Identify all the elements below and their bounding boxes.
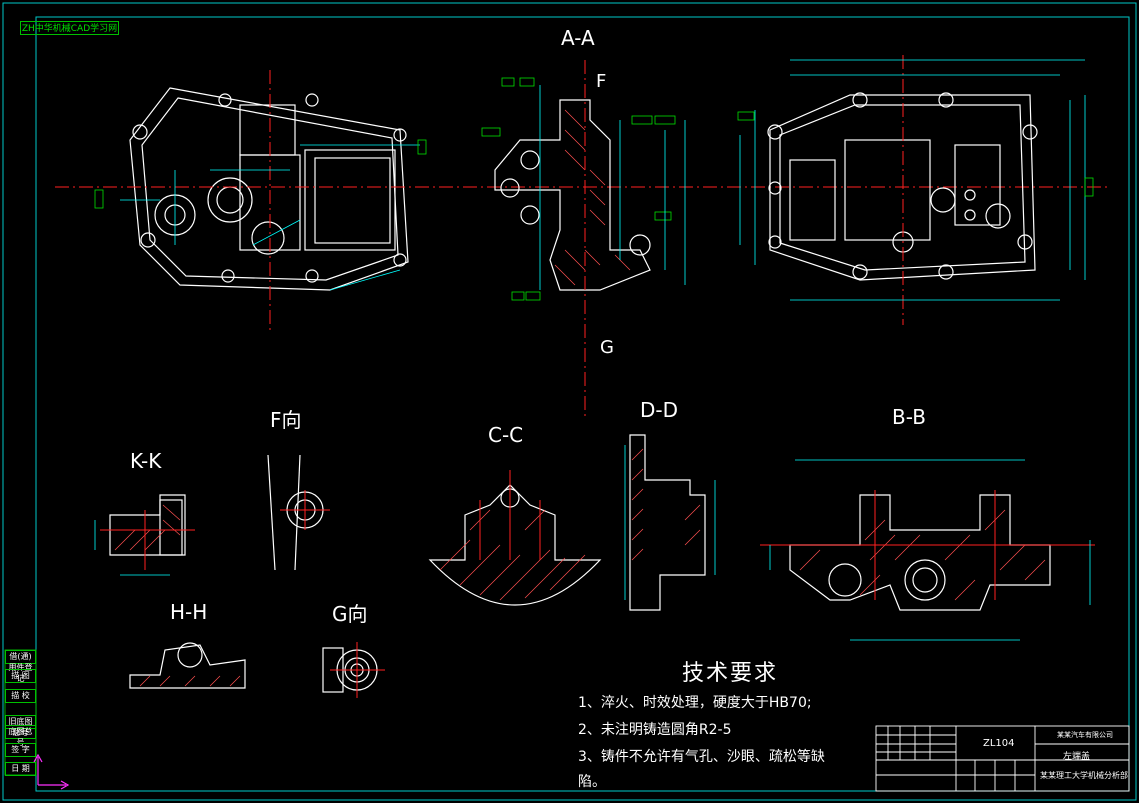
label-f-view: F向	[270, 408, 302, 432]
side-table-row-6: 签 字	[5, 743, 36, 757]
label-f-marker: F	[596, 71, 607, 92]
label-g-marker: G	[600, 337, 614, 358]
section-cc-hatch	[439, 509, 586, 601]
label-dd: D-D	[640, 398, 679, 422]
rear-view-dimensions	[739, 59, 1086, 301]
inner-frame	[35, 16, 1130, 792]
organization-top: 某某汽车有限公司	[1057, 731, 1113, 739]
organization-bottom: 某某理工大学机械分析部	[1040, 771, 1128, 780]
section-kk-dimensions	[94, 520, 170, 576]
section-bb-centerlines	[760, 490, 1095, 600]
section-bb-dimensions	[769, 459, 1091, 641]
section-kk-centerline	[100, 510, 195, 570]
part-name: 左端盖	[1063, 752, 1091, 762]
label-bb: B-B	[892, 405, 926, 429]
section-bb-hatch	[799, 509, 1046, 601]
ucs-axis-icon	[33, 753, 70, 790]
main-view-centerlines	[55, 70, 1110, 330]
rear-view-callouts	[737, 111, 1094, 197]
section-cc	[428, 484, 602, 606]
side-table-row-7: 日 期	[5, 762, 36, 776]
section-dd-hatch	[631, 448, 701, 561]
section-hh-hatch	[139, 675, 241, 687]
side-table-row-1: 借(通)用件登记	[5, 650, 36, 683]
label-aa: A-A	[561, 26, 595, 50]
tech-item-1: 1、淬火、时效处理，硬度大于HB70;	[578, 695, 812, 711]
main-view-annotations	[94, 139, 427, 209]
section-cc-centerline	[479, 470, 541, 560]
tech-item-2: 2、未注明铸造圆角R2-5	[578, 722, 732, 738]
section-aa	[494, 99, 651, 291]
section-hh	[129, 642, 246, 689]
view-f-centerline	[280, 490, 330, 530]
view-f	[267, 454, 324, 571]
section-dd	[629, 434, 706, 611]
label-g-view: G向	[332, 602, 368, 626]
main-view-front	[129, 87, 409, 291]
tech-requirements-title: 技术要求	[682, 661, 779, 686]
section-kk-hatch	[114, 504, 181, 551]
side-table-row-2: 描 图	[5, 669, 36, 683]
main-view-rear	[767, 92, 1038, 281]
corner-stamp: ZH中华机械CAD学习网	[20, 21, 119, 35]
tech-item-3: 3、铸件不允许有气孔、沙眼、疏松等缺	[578, 749, 825, 765]
title-block	[875, 725, 1130, 792]
section-aa-dimensions	[539, 85, 686, 290]
section-kk	[109, 494, 186, 556]
side-table-row-4: 旧底图总号	[5, 715, 36, 737]
label-cc: C-C	[488, 423, 524, 447]
label-kk: K-K	[130, 449, 162, 473]
view-g-centerline	[330, 642, 385, 698]
section-aa-callouts	[481, 77, 676, 301]
section-aa-hatch	[554, 109, 631, 286]
tech-item-4: 陷。	[578, 774, 606, 790]
section-dd-dimensions	[624, 445, 716, 600]
main-view-dimensions	[120, 144, 420, 291]
side-table-row-5: 底图总号	[5, 725, 36, 747]
section-bb	[789, 494, 1051, 611]
drawing-code: ZL104	[983, 738, 1015, 749]
label-hh: H-H	[170, 600, 208, 624]
side-table-row-3: 描 校	[5, 689, 36, 703]
